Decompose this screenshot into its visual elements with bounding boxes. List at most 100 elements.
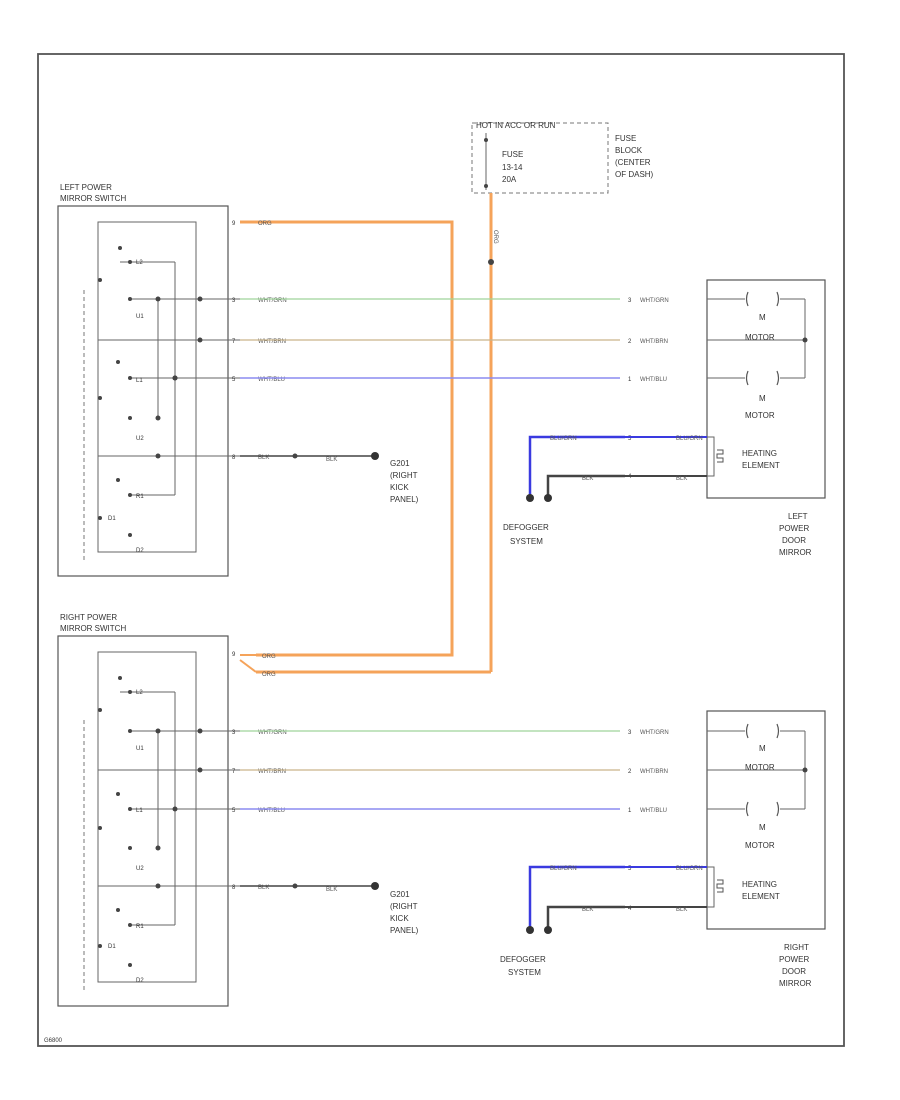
- right-mirror-title: MIRROR: [779, 979, 812, 988]
- left-ground-location: PANEL): [390, 495, 419, 504]
- heater-wire: BLU/GRN: [676, 436, 703, 442]
- right-mirror-title: DOOR: [782, 967, 806, 976]
- motor-icon: M MOTOR: [745, 801, 780, 850]
- right-switch: RIGHT POWER MIRROR SWITCH L2 U1 L1 U2 R1…: [57, 613, 419, 1007]
- heating-element-label: ELEMENT: [742, 892, 780, 901]
- contact-label: D1: [108, 944, 116, 950]
- heating-element-label: HEATING: [742, 880, 777, 889]
- right-mirror-title: POWER: [779, 955, 809, 964]
- diagram-code: G6800: [44, 1038, 63, 1044]
- svg-text:M: M: [759, 313, 766, 322]
- defogger-label: DEFOGGER: [503, 523, 549, 532]
- contact-label: D2: [136, 548, 144, 554]
- left-switch-pin: 7: [232, 339, 236, 345]
- left-switch-wire: WHT/GRN: [258, 298, 287, 304]
- right-switch-wire: BLK: [258, 885, 269, 891]
- defogger-label: SYSTEM: [510, 537, 543, 546]
- fuse-location: FUSE: [615, 134, 636, 143]
- heater-wire: BLK: [676, 476, 687, 482]
- defogger-label: SYSTEM: [508, 968, 541, 977]
- contact-label: U1: [136, 746, 144, 752]
- left-ground-wire: BLK: [326, 457, 337, 463]
- heating-element-label: ELEMENT: [742, 461, 780, 470]
- left-switch-pin: 3: [232, 298, 236, 304]
- fuse-name: FUSE: [502, 150, 523, 159]
- left-mirror: 3 2 1 5 4 WHT/GRN WHT/BRN WHT/BLU M MOTO…: [503, 279, 826, 557]
- motor-label: MOTOR: [745, 411, 775, 420]
- contact-label: U2: [136, 436, 144, 442]
- right-mirror: 3 2 1 5 4 WHT/GRN WHT/BRN WHT/BLU M MOTO…: [500, 710, 826, 988]
- contact-label: D1: [108, 516, 116, 522]
- contact-label: U2: [136, 866, 144, 872]
- contact-label: D2: [136, 978, 144, 984]
- left-mirror-pin: 5: [628, 436, 632, 442]
- right-switch-pin: 3: [232, 730, 236, 736]
- right-switch-pin: 7: [232, 769, 236, 775]
- splice-dot: [488, 259, 494, 265]
- svg-text:M: M: [759, 394, 766, 403]
- right-mirror-pin: 4: [628, 906, 632, 912]
- heater-wire: BLU/GRN: [676, 866, 703, 872]
- diagram-frame: [37, 53, 845, 1047]
- contact-label: L2: [136, 260, 143, 266]
- motor-label: MOTOR: [745, 763, 775, 772]
- left-mirror-pin: 1: [628, 377, 632, 383]
- motor-icon: M MOTOR: [745, 291, 780, 342]
- right-mirror-wire: WHT/GRN: [640, 730, 669, 736]
- motor-label: MOTOR: [745, 333, 775, 342]
- defogger-wire: BLK: [582, 907, 593, 913]
- right-ground-location: G201: [390, 890, 410, 899]
- heating-element-label: HEATING: [742, 449, 777, 458]
- fuse-number: 13-14: [502, 163, 523, 172]
- fuse-rating: 20A: [502, 175, 517, 184]
- left-mirror-wire: WHT/BRN: [640, 339, 668, 345]
- contact-label: L1: [136, 808, 143, 814]
- right-switch-pin: 5: [232, 808, 236, 814]
- left-switch-wire: WHT/BRN: [258, 339, 286, 345]
- left-ground-location: (RIGHT: [390, 471, 418, 480]
- svg-text:M: M: [759, 823, 766, 832]
- right-switch-wire: ORG: [262, 672, 276, 678]
- right-ground-location: KICK: [390, 914, 409, 923]
- heating-element-icon: [716, 879, 724, 893]
- left-switch-pin: 5: [232, 377, 236, 383]
- right-ground-location: PANEL): [390, 926, 419, 935]
- right-mirror-pin: 2: [628, 769, 632, 775]
- fuse-location: (CENTER: [615, 158, 651, 167]
- left-ground-location: G201: [390, 459, 410, 468]
- contact-label: R1: [136, 924, 144, 930]
- heater-wire: BLK: [676, 907, 687, 913]
- left-mirror-wire: WHT/GRN: [640, 298, 669, 304]
- heating-element-icon: [716, 449, 724, 463]
- right-mirror-pin: 3: [628, 730, 632, 736]
- fuse-wire-label: ORG: [492, 230, 498, 244]
- motor-icon: M MOTOR: [745, 723, 780, 772]
- right-signal-wires: [240, 730, 620, 810]
- motor-label: MOTOR: [745, 841, 775, 850]
- left-switch-title: LEFT POWER: [60, 183, 112, 192]
- contact-label: U1: [136, 314, 144, 320]
- left-switch-wire: BLK: [258, 455, 269, 461]
- contact-label: L1: [136, 378, 143, 384]
- right-mirror-title: RIGHT: [784, 943, 809, 952]
- right-mirror-wire: WHT/BLU: [640, 808, 667, 814]
- svg-text:M: M: [759, 744, 766, 753]
- left-switch: LEFT POWER MIRROR SWITCH L2 U1 L1 U2 R1 …: [57, 183, 419, 577]
- contact-label: R1: [136, 494, 144, 500]
- contact-label: L2: [136, 690, 143, 696]
- fuse-location: BLOCK: [615, 146, 643, 155]
- right-switch-wire: ORG: [262, 654, 276, 660]
- motor-icon: M MOTOR: [745, 370, 780, 420]
- left-switch-wire: ORG: [258, 221, 272, 227]
- left-switch-wire: WHT/BLU: [258, 377, 285, 383]
- left-ground-location: KICK: [390, 483, 409, 492]
- right-switch-wire: WHT/GRN: [258, 730, 287, 736]
- right-mirror-pin: 1: [628, 808, 632, 814]
- right-mirror-pin: 5: [628, 866, 632, 872]
- right-switch-wire: WHT/BRN: [258, 769, 286, 775]
- fuse-block: HOT IN ACC OR RUN FUSE 13-14 20A FUSE BL…: [471, 121, 654, 194]
- left-mirror-title: DOOR: [782, 536, 806, 545]
- left-mirror-pin: 2: [628, 339, 632, 345]
- feed-wires: ORG: [239, 193, 498, 674]
